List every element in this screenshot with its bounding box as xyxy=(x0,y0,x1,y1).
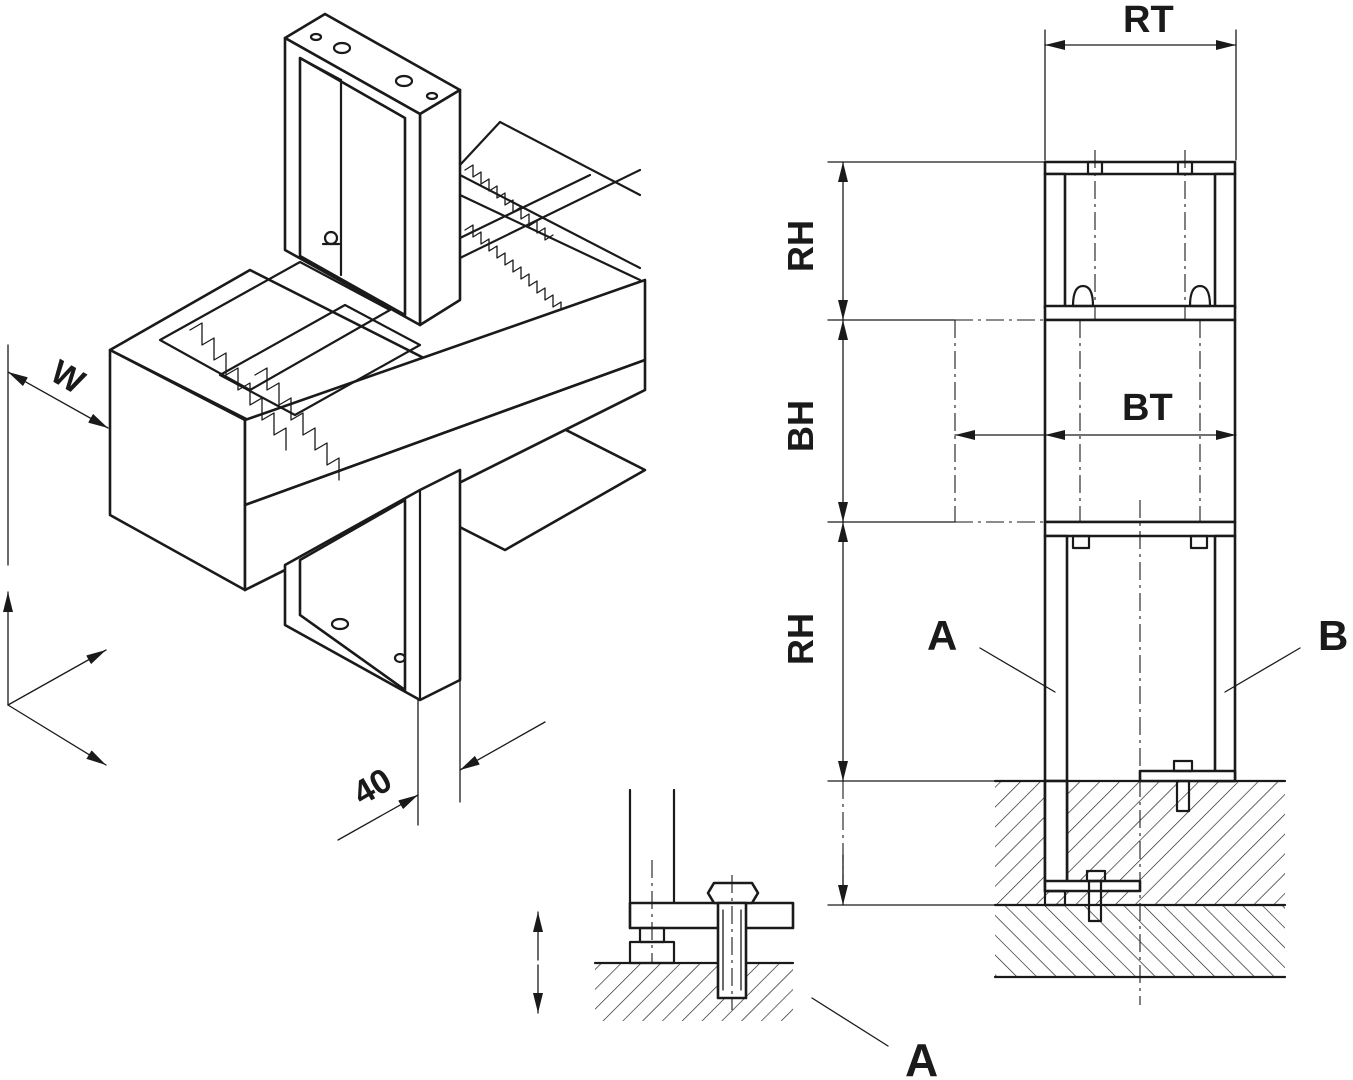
rt-dimension: RT xyxy=(1044,0,1237,161)
upper-frame-section xyxy=(1043,150,1237,322)
width-label: W xyxy=(44,353,92,402)
bt-label: BT xyxy=(1122,387,1173,429)
detail-callout-a-label: A xyxy=(905,1034,938,1080)
lower-frame xyxy=(283,468,462,702)
bh-label: BH xyxy=(780,400,821,452)
width-dimension: W xyxy=(7,344,109,566)
depth-label: 40 xyxy=(347,761,399,813)
beam-section: BT xyxy=(954,318,1237,530)
axis-triad xyxy=(2,591,107,766)
callout-a-label: A xyxy=(927,612,957,659)
grille-rails-far xyxy=(458,120,642,315)
upper-frame xyxy=(283,12,462,327)
detail-a: A xyxy=(533,788,938,1080)
rt-label: RT xyxy=(1123,0,1174,41)
depth-dimension: 40 xyxy=(337,679,546,841)
height-dimensions: RH BH RH xyxy=(780,161,1046,906)
rh-lower-label: RH xyxy=(780,613,821,665)
isometric-view: W 40 xyxy=(2,12,647,841)
callout-b-label: B xyxy=(1318,612,1348,659)
section-view: RT BT xyxy=(780,0,1348,1005)
rh-upper-label: RH xyxy=(780,220,821,272)
foundation xyxy=(993,759,1287,979)
section-callouts: A B xyxy=(927,612,1348,693)
